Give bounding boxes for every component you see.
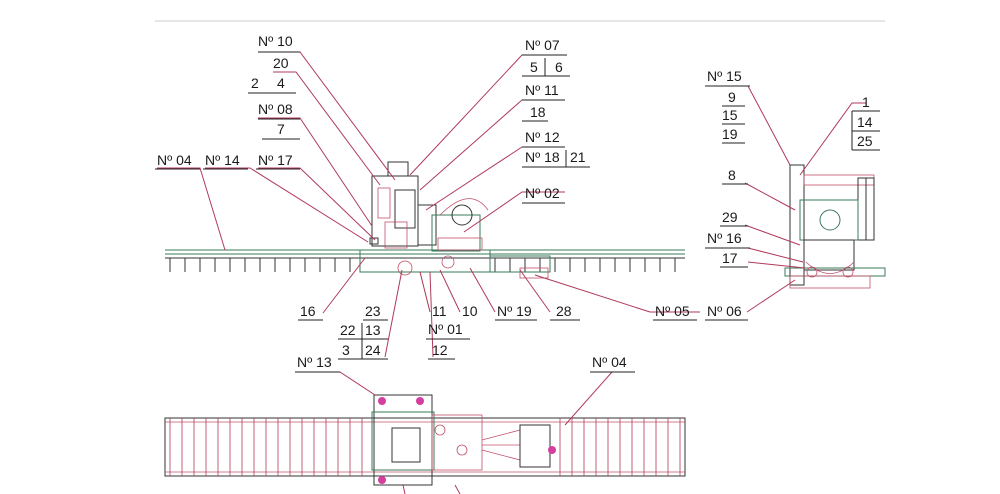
side-view-machine (369, 161, 489, 276)
label-n04-bottom: Nº 04 (592, 354, 627, 370)
label-15: 15 (722, 107, 738, 123)
label-n19: Nº 19 (497, 303, 532, 319)
label-14: 14 (857, 114, 873, 130)
label-25: 25 (857, 133, 873, 149)
end-view (784, 164, 886, 289)
label-20: 20 (273, 55, 289, 71)
label-16: 16 (300, 303, 316, 319)
label-18: 18 (530, 104, 546, 120)
labels: Nº 10 20 2 4 Nº 08 7 Nº 04 Nº 14 Nº 17 N… (155, 33, 880, 373)
label-21: 21 (570, 149, 586, 165)
label-8: 8 (728, 167, 736, 183)
label-n18: Nº 18 (525, 149, 560, 165)
label-n08: Nº 08 (258, 101, 293, 117)
label-29: 29 (722, 209, 738, 225)
label-n15: Nº 15 (707, 68, 742, 84)
label-n02: Nº 02 (525, 185, 560, 201)
label-n07: Nº 07 (525, 37, 560, 53)
label-28: 28 (556, 303, 572, 319)
label-n13: Nº 13 (297, 354, 332, 370)
label-24: 24 (365, 342, 381, 358)
label-n01: Nº 01 (428, 321, 463, 337)
label-19: 19 (722, 126, 738, 142)
label-n11: Nº 11 (525, 82, 559, 98)
label-n05: Nº 05 (655, 303, 690, 319)
label-n04-top: Nº 04 (157, 152, 192, 168)
label-11: 11 (432, 303, 447, 319)
label-17: 17 (722, 250, 738, 266)
label-n17: Nº 17 (258, 152, 293, 168)
label-n06: Nº 06 (707, 303, 742, 319)
label-n12: Nº 12 (525, 129, 560, 145)
label-10: 10 (462, 303, 478, 319)
label-6: 6 (555, 59, 563, 75)
label-22: 22 (340, 322, 356, 338)
label-13: 13 (365, 322, 381, 338)
label-2: 2 (251, 75, 259, 91)
label-4: 4 (277, 75, 285, 91)
label-5: 5 (530, 59, 538, 75)
label-3: 3 (342, 342, 350, 358)
label-23: 23 (365, 303, 381, 319)
label-n16: Nº 16 (707, 230, 742, 246)
side-view-conveyor (165, 249, 685, 279)
label-7: 7 (277, 121, 285, 137)
label-n10: Nº 10 (258, 33, 293, 49)
leader-lines (157, 51, 866, 494)
plan-view (164, 394, 686, 486)
label-n14: Nº 14 (205, 152, 240, 168)
label-9: 9 (728, 89, 736, 105)
label-12: 12 (432, 342, 448, 358)
label-1: 1 (862, 94, 870, 110)
